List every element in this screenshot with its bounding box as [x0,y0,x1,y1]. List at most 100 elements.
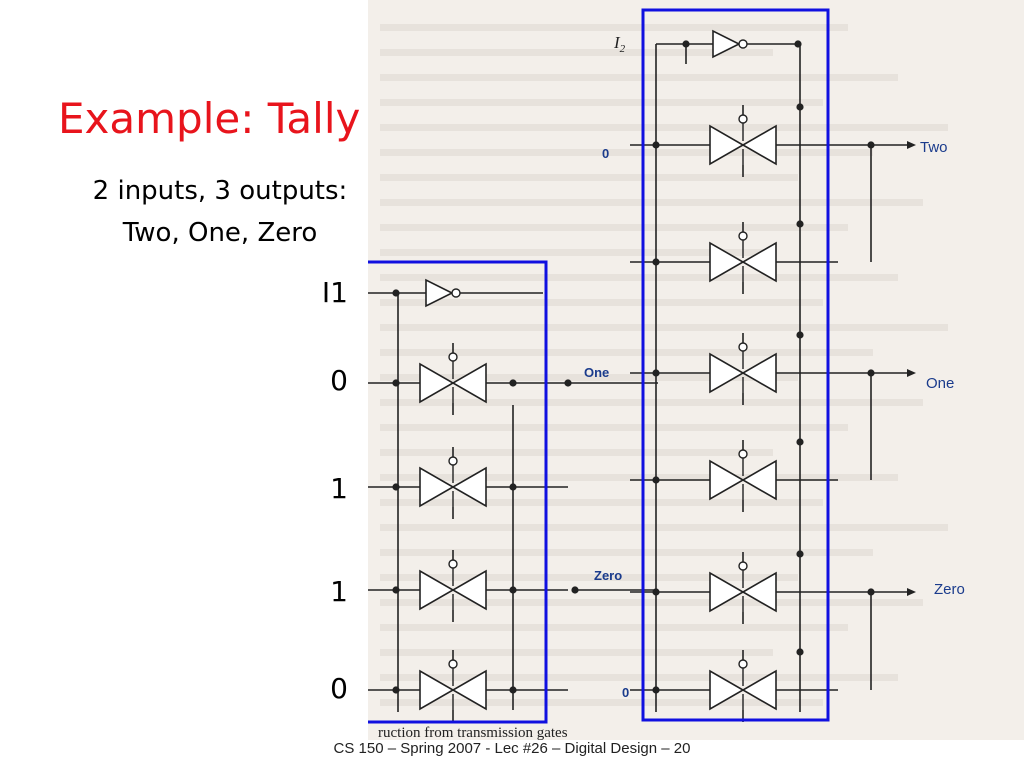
scan-text-line [380,99,823,106]
input-label-i1: I1 [321,276,348,309]
input-label-3: 1 [330,472,348,505]
tgate-bubble [738,561,748,571]
scan-text-line [380,149,873,156]
tgate-left-triangle [419,669,455,711]
scan-text-line [380,474,898,481]
inverter-bubble [451,288,461,298]
tgate-left-triangle [419,569,455,611]
arrow-head [907,369,916,377]
i2-label: I2 [613,33,626,55]
junction-dot [796,550,804,558]
inverter-gate [712,29,748,59]
transmission-gate [709,561,777,613]
stage2-output-two-label: Two [920,139,948,156]
junction-dot [571,586,579,594]
scan-text-line [380,24,848,31]
tgate-bubble [738,449,748,459]
input-label-2: 0 [330,364,348,397]
tgate-left-triangle [709,352,745,394]
junction-dot [652,258,660,266]
stage2-output-zero-label: Zero [934,581,965,598]
scan-texture [380,24,948,706]
scan-text-line [380,49,773,56]
tgate-bubble [448,352,458,362]
junction-dot [652,369,660,377]
junction-dots [392,40,916,694]
transmission-gate [709,342,777,394]
junction-dot [392,289,400,297]
scan-text-line [380,574,798,581]
tgate-left-triangle [709,459,745,501]
scan-text-line [380,299,823,306]
scan-text-line [380,424,848,431]
scan-text-line [380,649,773,656]
scan-text-line [380,499,823,506]
junction-dot [509,379,517,387]
scan-text-line [380,274,898,281]
inverter-triangle [425,278,454,308]
transmission-gate [419,456,487,508]
tgate-right-triangle [741,352,777,394]
junction-dot [794,40,802,48]
scan-text-line [380,324,948,331]
scan-text-line [380,524,948,531]
tgate-bubble [738,114,748,124]
scan-text-line [380,74,898,81]
scanned-figure: I2 One Zero 0 0 Two One Zero ruction fro… [361,0,1024,741]
transmission-gate [419,352,487,404]
junction-dot [652,686,660,694]
junction-dot [509,586,517,594]
tgate-left-triangle [709,571,745,613]
junction-dot [509,686,517,694]
junction-dot [867,588,875,596]
scan-text-line [380,624,848,631]
scan-text-line [380,124,948,131]
scan-text-line [380,249,773,256]
highlight-box-stage2 [641,8,830,722]
transmission-gate [709,114,777,166]
tgate-left-triangle [709,241,745,283]
transmission-gate [419,659,487,711]
junction-dot [652,141,660,149]
junction-dot [509,483,517,491]
arrow-head [907,141,916,149]
tgate-right-triangle [741,241,777,283]
figure-caption: ruction from transmission gates [378,725,568,740]
transmission-gate [419,559,487,611]
tgate-bubble [448,659,458,669]
transmission-gate [709,659,777,711]
scan-text-line [380,699,823,706]
transmission-gates [419,29,777,711]
tgate-right-triangle [451,569,487,611]
junction-dot [652,588,660,596]
tgate-left-triangle [419,362,455,404]
stage1-output-one-label: One [584,365,609,380]
subtitle-line-1: 2 inputs, 3 outputs: [92,176,348,206]
tally-circuit-diagram: I2 One Zero 0 0 Two One Zero ruction fro… [361,0,1024,741]
input-label-4: 1 [330,575,348,608]
inverter-triangle [712,29,741,59]
junction-dot [392,379,400,387]
tgate-bubble [738,231,748,241]
junction-dot [796,220,804,228]
tgate-bubble [448,456,458,466]
inverter-bubble [738,39,748,49]
tgate-left-triangle [709,124,745,166]
tgate-bubble [738,342,748,352]
footer: CS 150 – Spring 2007 - Lec #26 – Digital… [333,740,691,757]
junction-dot [392,586,400,594]
junction-dot [796,331,804,339]
transmission-gate [709,231,777,283]
tgate-right-triangle [451,362,487,404]
scan-text-line [380,549,873,556]
scan-text-line [380,174,798,181]
input-label-5: 0 [330,672,348,705]
subtitle-line-2: Two, One, Zero [122,218,318,248]
scan-text-line [380,374,798,381]
tgate-left-triangle [709,669,745,711]
transmission-gate [709,449,777,501]
scan-text-line [380,599,923,606]
junction-dot [867,369,875,377]
junction-dot [796,103,804,111]
scan-text-line [380,199,923,206]
